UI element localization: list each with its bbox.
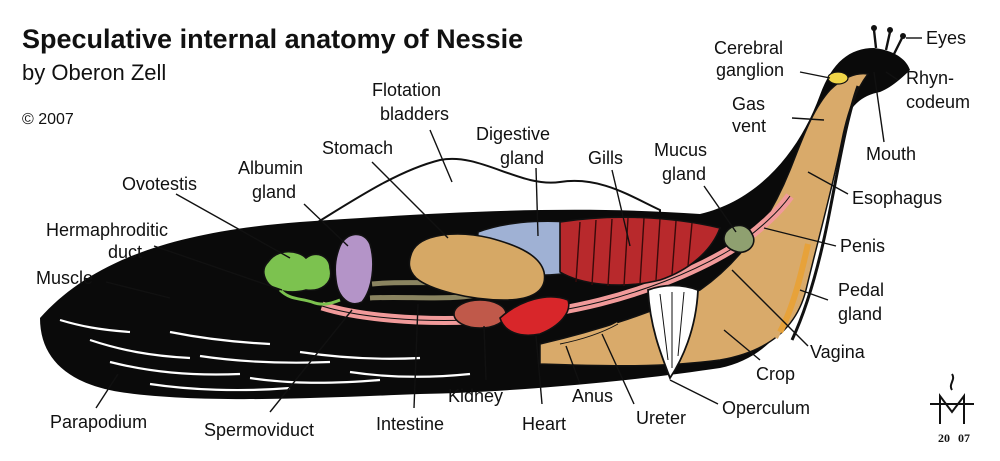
label-cerebral-ganglion-line1: Cerebral <box>714 38 783 58</box>
label-albumin-line1: Albumin <box>238 158 303 178</box>
gills-shape <box>559 216 722 286</box>
label-rhyncodeum-line1: Rhyn- <box>906 68 954 88</box>
label-anus: Anus <box>572 386 613 406</box>
foot-flesh <box>539 72 870 367</box>
signature-year-part2: 07 <box>958 431 970 445</box>
flotation-bladder-shape <box>317 157 661 227</box>
label-pedal-line1: Pedal <box>838 280 884 300</box>
artist-monogram <box>930 373 974 424</box>
label-mouth: Mouth <box>866 144 916 164</box>
label-eyes: Eyes <box>926 28 966 48</box>
label-ureter: Ureter <box>636 408 686 428</box>
heart-shape <box>499 296 570 336</box>
label-ovotestis: Ovotestis <box>122 174 197 194</box>
pedal-gland-shape <box>777 243 811 334</box>
kidney-shape <box>453 299 507 329</box>
copyright-note: © 2007 <box>22 111 74 128</box>
label-spermoviduct: Spermoviduct <box>204 420 314 440</box>
cerebral-ganglion-shape <box>827 71 849 85</box>
label-penis: Penis <box>840 236 885 256</box>
label-flotation-line2: bladders <box>380 104 449 124</box>
operculum-shape <box>647 284 699 380</box>
label-gills: Gills <box>588 148 623 168</box>
label-kidney: Kidney <box>448 386 503 406</box>
label-muscle: Muscle <box>36 268 93 288</box>
ovotestis-shape <box>263 250 332 293</box>
label-vagina: Vagina <box>810 342 866 362</box>
eye-stalks <box>872 29 904 55</box>
label-albumin-line2: gland <box>252 182 296 202</box>
signature-year-part1: 20 <box>938 431 950 445</box>
leader-lines <box>95 37 922 413</box>
albumin-gland-shape <box>334 233 374 305</box>
diagram-byline: by Oberon Zell <box>22 60 166 85</box>
label-rhyncodeum-line2: codeum <box>906 92 970 112</box>
stomach-shape <box>408 233 546 301</box>
mucus-gland-shape <box>723 224 755 254</box>
label-esophagus: Esophagus <box>852 188 942 208</box>
label-crop: Crop <box>756 364 795 384</box>
label-cerebral-ganglion-line2: ganglion <box>716 60 784 80</box>
label-intestine: Intestine <box>376 414 444 434</box>
label-pedal-line2: gland <box>838 304 882 324</box>
label-hermaphroditic-line2: duct <box>108 242 142 262</box>
diagram-title: Speculative internal anatomy of Nessie <box>22 24 523 54</box>
hermaphroditic-duct-shape <box>278 288 341 306</box>
label-mucus-line2: gland <box>662 164 706 184</box>
label-digestive-line1: Digestive <box>476 124 550 144</box>
label-flotation-line1: Flotation <box>372 80 441 100</box>
label-gas-vent-line1: Gas <box>732 94 765 114</box>
label-stomach: Stomach <box>322 138 393 158</box>
label-mucus-line1: Mucus <box>654 140 707 160</box>
label-digestive-line2: gland <box>500 148 544 168</box>
label-heart: Heart <box>522 414 566 434</box>
label-gas-vent-line2: vent <box>732 116 766 136</box>
label-operculum: Operculum <box>722 398 810 418</box>
label-parapodium: Parapodium <box>50 412 147 432</box>
label-hermaphroditic-line1: Hermaphroditic <box>46 220 168 240</box>
parapodium-fringe <box>59 318 471 392</box>
